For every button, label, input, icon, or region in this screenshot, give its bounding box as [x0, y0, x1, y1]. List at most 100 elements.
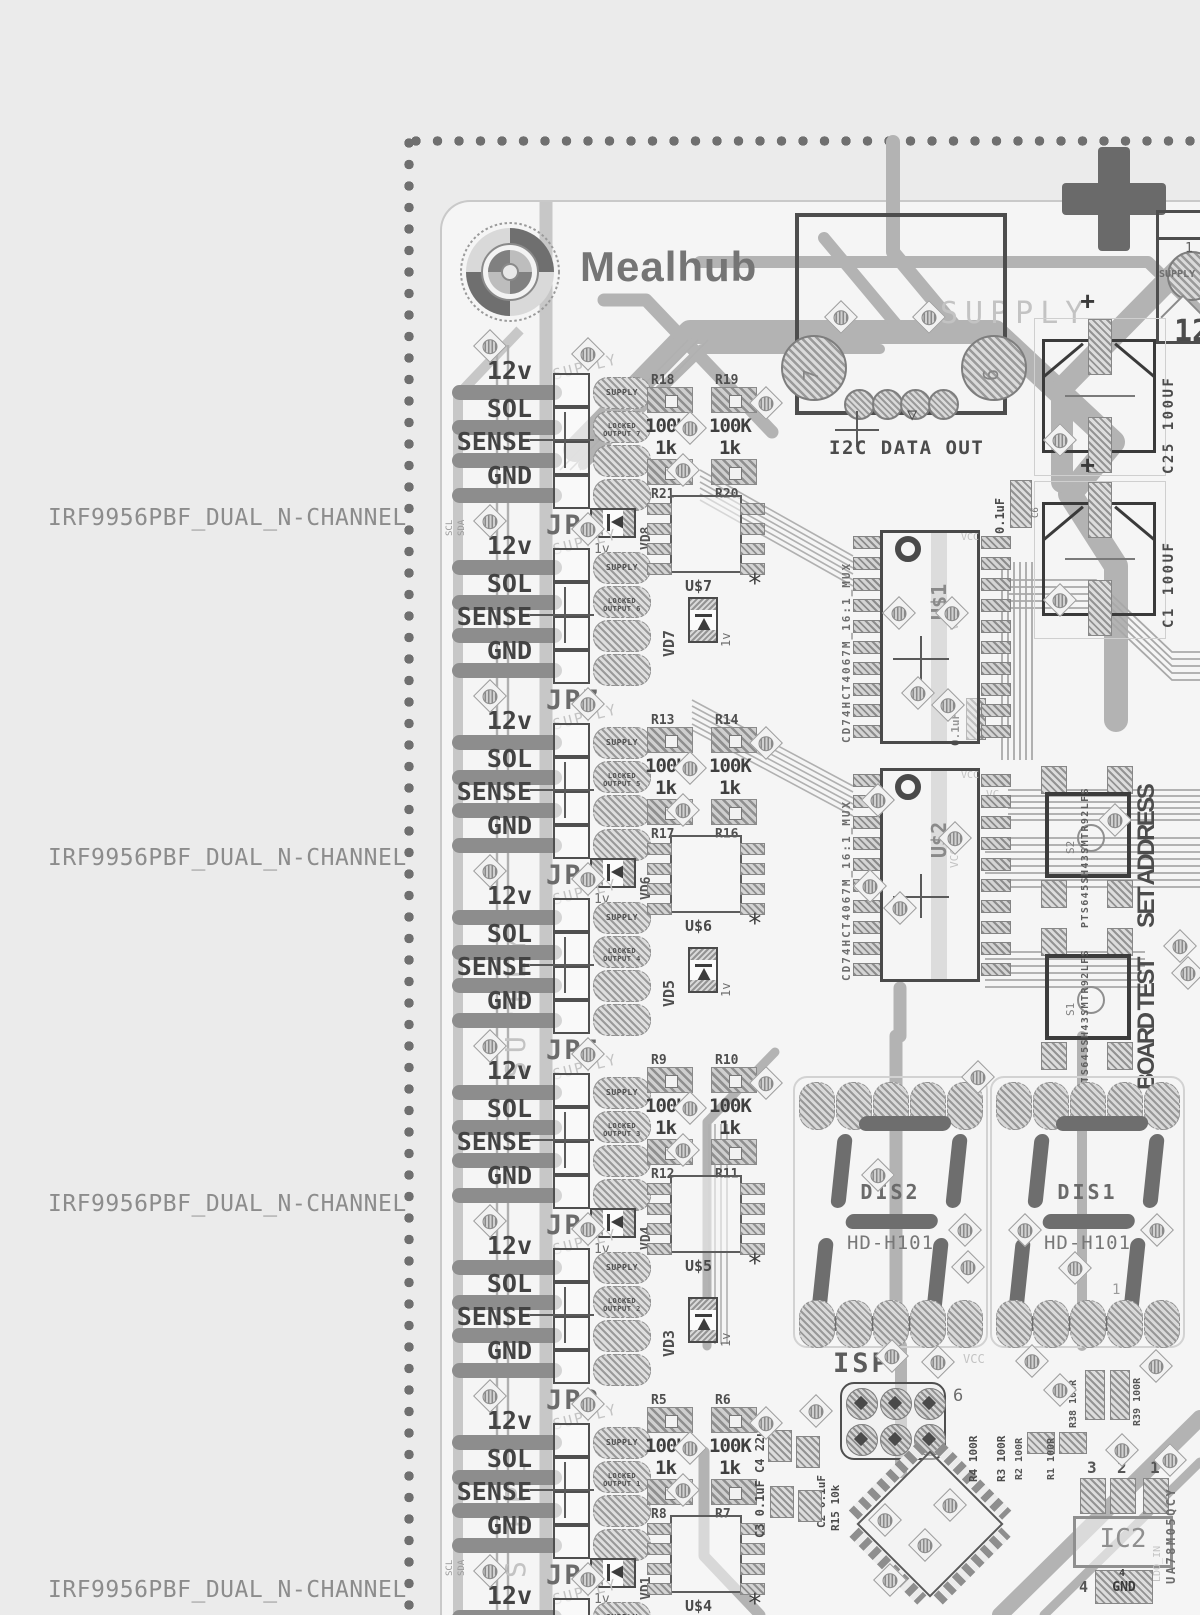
- crosshair: [564, 412, 566, 468]
- diode-ref: VD5: [660, 979, 678, 1007]
- resistor-ref: R13: [651, 713, 675, 728]
- pin-bar: [452, 1363, 562, 1378]
- ic-pad: [647, 1183, 672, 1195]
- ic-pad: [740, 863, 765, 875]
- switch-actuator: [1077, 824, 1105, 852]
- pin-bar: [452, 595, 562, 610]
- mosfet-pad: LOCKED OUTPUT 3: [593, 1111, 651, 1143]
- driver-ic: [670, 1515, 742, 1593]
- pin-bar: [452, 978, 562, 993]
- mux-ic: U$2 VCC VCC CD74HCT4067M_16:1_MUX: [840, 766, 1023, 986]
- ic-pad: [647, 1583, 672, 1595]
- pin-bar: [452, 770, 562, 785]
- pin-label-12v: 12v: [486, 356, 532, 385]
- mosfet-pad: [593, 445, 651, 477]
- pin-label-sol: SOL: [486, 394, 532, 423]
- connector-pin: [553, 825, 590, 859]
- mosfet-pad: [593, 970, 651, 1002]
- part-annotation: IRF9956PBF_DUAL_N-CHANNEL: [48, 845, 407, 871]
- mosfet-pad: LOCKED OUTPUT 6: [593, 586, 651, 618]
- diode-icon: [688, 1297, 718, 1343]
- solenoid-channel: SUPPLY 12v SOL SENSE GND SUPPLY LOCKED O…: [440, 1204, 780, 1416]
- part-annotation: IRF9956PBF_DUAL_N-CHANNEL: [48, 505, 407, 531]
- pin1-ring: [895, 536, 921, 562]
- resistor-value: 100K: [709, 1095, 752, 1117]
- ic-pad: [647, 903, 672, 915]
- r4-label: R4 100R: [967, 1435, 980, 1482]
- ic-pad: [740, 903, 765, 915]
- i2c-pad-6: [961, 335, 1027, 401]
- pin-label-sense: SENSE: [456, 952, 532, 981]
- ic-pad: [647, 1523, 672, 1535]
- resistor-value: 100K: [709, 415, 752, 437]
- resistor-chip: [711, 1067, 757, 1093]
- pin-bar: [452, 1610, 562, 1615]
- diode-icon: [688, 597, 718, 643]
- switch-ref: S2: [1064, 840, 1077, 854]
- pin-label-sol: SOL: [486, 569, 532, 598]
- pin-number: 3: [1087, 1458, 1097, 1477]
- connector-pin: [553, 1350, 590, 1384]
- crosshair: [530, 1314, 594, 1316]
- ic-pad: [647, 1243, 672, 1255]
- passive-chip: [796, 1436, 820, 1468]
- crosshair: [564, 587, 566, 643]
- ic-ref: U$4: [685, 1597, 713, 1615]
- plus-mark: +: [1080, 450, 1096, 480]
- pin-bar: [452, 1503, 562, 1518]
- fiducial-logo: [460, 222, 560, 322]
- pin-bar: [452, 385, 562, 400]
- ic-pad: [647, 523, 672, 535]
- ic-pad: [1110, 1478, 1136, 1514]
- resistor-ref: R6: [715, 1393, 731, 1408]
- chevron-icon: ▽: [907, 405, 918, 425]
- ic-pad: [740, 1543, 765, 1555]
- tab-pin-small: 4: [1119, 1568, 1126, 1579]
- mosfet-pad: [593, 1495, 651, 1527]
- ic-ref: U$6: [685, 917, 713, 935]
- connector-pin: [553, 791, 590, 825]
- resistor-value: 1k: [655, 437, 677, 459]
- switch-function-label: BOARD TEST: [1133, 959, 1160, 1090]
- connector-pin: [553, 757, 590, 791]
- pin-number: 2: [1117, 1458, 1127, 1477]
- mux-outline: [880, 768, 980, 982]
- part-annotation: IRF9956PBF_DUAL_N-CHANNEL: [48, 1191, 407, 1217]
- pin-bar: [452, 1013, 562, 1028]
- pin-bar: [452, 663, 562, 678]
- mosfet-pad: LOCKED OUTPUT 5: [593, 761, 651, 793]
- pin-label-gnd: GND: [486, 986, 532, 1015]
- ic-pad: [740, 1183, 765, 1195]
- pin1-ghost: 1: [1112, 1282, 1121, 1298]
- resistor-chip: [711, 1407, 757, 1433]
- pin-bar: [452, 735, 562, 750]
- pin-bar: [452, 1120, 562, 1135]
- tab-pin-number: 4: [1079, 1578, 1089, 1596]
- cap-c6-value: 0.1uF: [993, 497, 1007, 534]
- connector-pin: [553, 1248, 590, 1282]
- ic-pad: [740, 1583, 765, 1595]
- ic-pad: [647, 1543, 672, 1555]
- ic-pad: [740, 843, 765, 855]
- mosfet-pad: [593, 1179, 651, 1211]
- pin-label-gnd: GND: [486, 1511, 532, 1540]
- ic-pad: [1080, 1478, 1106, 1514]
- rail-12v-label: 12v: [1174, 314, 1200, 349]
- cap-c1: [1034, 481, 1166, 639]
- i2c-pad-small: [928, 389, 959, 420]
- pin-label-12v: 12v: [486, 1056, 532, 1085]
- diode-ref: VD7: [660, 629, 678, 657]
- connector-pin: [553, 548, 590, 582]
- pin-bar: [452, 628, 562, 643]
- pin-label-12v: 12v: [486, 1231, 532, 1260]
- isp-pin: [914, 1388, 946, 1420]
- pin-bar: [452, 803, 562, 818]
- mosfet-pad: [593, 620, 651, 652]
- resistor-chip: [647, 387, 693, 413]
- i2c-pad-6-label: 6: [979, 368, 1003, 381]
- supply-pad-label: SUPPLY: [1159, 269, 1196, 280]
- ic-pad: [740, 543, 765, 555]
- crosshair: [530, 614, 594, 616]
- mosfet-pad: [593, 1004, 651, 1036]
